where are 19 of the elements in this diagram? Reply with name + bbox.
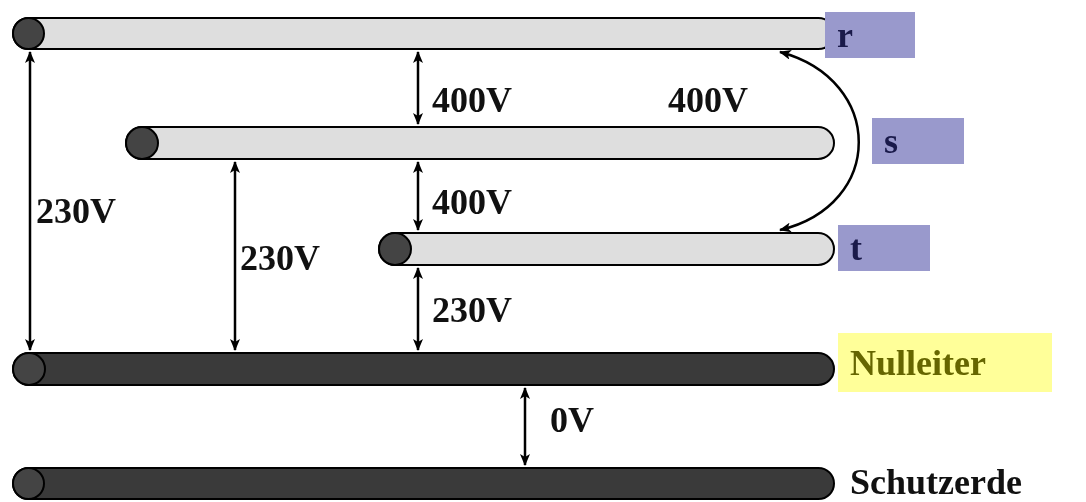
voltage-arrow [230,161,240,351]
conductor-label: t [838,225,930,271]
conductor-label: Nulleiter [838,333,1052,392]
conductor-label: Schutzerde [849,462,1023,502]
conductor-label: r [825,12,915,58]
voltage-label: 230V [432,292,512,328]
conductor-label: s [872,118,964,164]
voltage-arrow [413,267,423,351]
voltage-arrow [413,161,423,231]
voltage-label: 400V [432,82,512,118]
voltage-label: 0V [550,402,594,438]
voltage-label: 230V [36,193,116,229]
voltage-arrow [25,51,35,351]
voltage-label: 400V [432,184,512,220]
voltage-arrow [779,50,860,232]
voltage-label: 400V [668,82,748,118]
voltage-label: 230V [240,240,320,276]
voltage-arrow [413,51,423,125]
voltage-arrow [520,387,530,466]
